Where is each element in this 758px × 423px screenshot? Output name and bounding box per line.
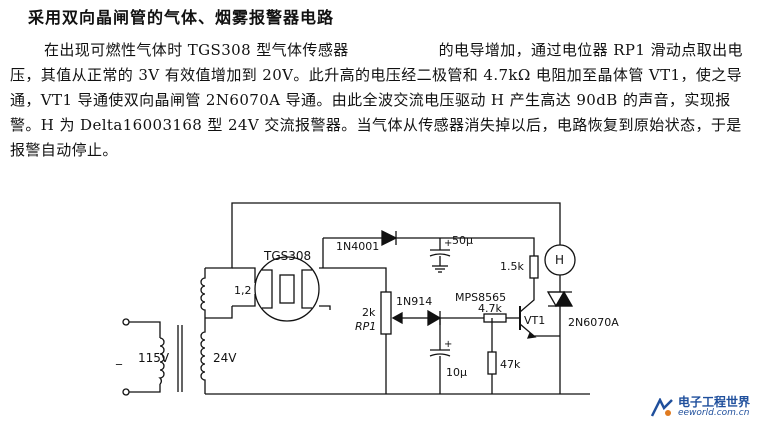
label-sensor-pins: 1,2 bbox=[234, 284, 252, 297]
label-2k: 2k bbox=[362, 306, 376, 319]
resistor-4k7 bbox=[483, 313, 507, 323]
label-47k: 47k bbox=[500, 358, 521, 371]
input-terminal-bottom bbox=[122, 388, 130, 396]
label-ac-line: _ bbox=[115, 351, 123, 365]
cap-10u-plus: + bbox=[444, 339, 452, 350]
diode-1n4001 bbox=[381, 229, 398, 247]
paragraph-part-1: 在出现可燃性气体时 TGS308 型气体传感器 bbox=[44, 41, 349, 59]
label-10u: 10μ bbox=[446, 366, 467, 379]
label-rp1: RP1 bbox=[355, 320, 376, 333]
wire-heater-return bbox=[205, 306, 233, 319]
resistor-47k bbox=[487, 351, 497, 375]
page-title: 采用双向晶闸管的气体、烟雾报警器电路 bbox=[28, 8, 335, 27]
label-24v: 24V bbox=[213, 351, 237, 365]
heater-winding bbox=[200, 268, 206, 318]
transistor-collector bbox=[519, 278, 535, 313]
label-4k7: 4.7k bbox=[478, 302, 502, 315]
potentiometer-rp1 bbox=[380, 291, 392, 335]
wire-sensor-to-pot bbox=[350, 267, 387, 292]
eeworld-logo-icon bbox=[650, 397, 674, 418]
wire-primary-bottom bbox=[129, 384, 161, 393]
label-mps8565: MPS8565 bbox=[455, 291, 506, 304]
label-1n914: 1N914 bbox=[396, 295, 432, 308]
resistor-1k5 bbox=[529, 255, 539, 279]
label-50u: 50μ bbox=[452, 234, 473, 247]
label-tgs308: TGS308 bbox=[263, 249, 311, 263]
watermark-cn: 电子工程世界 bbox=[677, 395, 750, 409]
transformer-primary-coil bbox=[158, 337, 165, 385]
paragraph-part-2: 的电导增加，通过电位器 RP1 滑动点取出电压，其值从正常的 3V 有效值增加到… bbox=[10, 41, 743, 159]
watermark-url: eeworld.com.cn bbox=[677, 408, 750, 418]
label-horn: H bbox=[555, 253, 564, 267]
sensor-heater-left bbox=[262, 269, 273, 309]
cap-10u-plate-bottom bbox=[429, 353, 451, 357]
wire-top-loop bbox=[205, 202, 561, 269]
sensor-heater-right bbox=[301, 269, 312, 309]
label-1k5: 1.5k bbox=[500, 260, 524, 273]
label-115v: 115V bbox=[138, 351, 170, 365]
wire-primary-top bbox=[129, 321, 161, 338]
secondary-winding-24v bbox=[200, 325, 206, 394]
sensor-body bbox=[254, 256, 320, 322]
input-terminal-top bbox=[122, 318, 130, 326]
sensor-element bbox=[279, 274, 295, 304]
cap-50u-plate-bottom bbox=[429, 253, 451, 257]
pot-wiper-arrow bbox=[391, 311, 403, 325]
description-paragraph: 在出现可燃性气体时 TGS308 型气体传感器的电导增加，通过电位器 RP1 滑… bbox=[10, 38, 752, 163]
label-vt1: VT1 bbox=[524, 314, 545, 327]
diode-1n914 bbox=[427, 309, 442, 327]
label-2n6070a: 2N6070A bbox=[568, 316, 619, 329]
watermark: 电子工程世界 eeworld.com.cn bbox=[650, 395, 750, 419]
cap-50u-plus: + bbox=[444, 238, 452, 249]
label-1n4001: 1N4001 bbox=[336, 240, 379, 253]
